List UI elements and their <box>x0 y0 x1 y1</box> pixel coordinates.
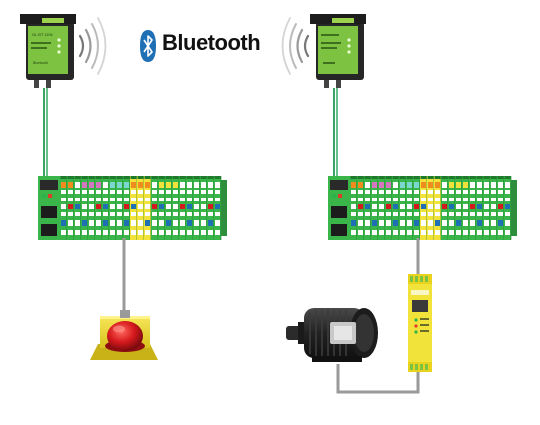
safety-relay-module <box>408 274 432 372</box>
radio-module-label: GL BT 1DN <box>32 32 53 37</box>
bluetooth-icon <box>140 30 156 62</box>
rail-end-cap <box>221 180 227 236</box>
data-cables <box>43 88 338 178</box>
radio-module-sublabel: Bluetooth <box>33 61 48 65</box>
terminal-rail-right <box>328 176 517 240</box>
emergency-stop-button <box>90 310 158 360</box>
terminal-rail-left <box>38 176 227 240</box>
electric-motor <box>286 308 378 362</box>
rail-end-cap <box>511 180 517 236</box>
radio-module-left: GL BT 1DN Bluetooth <box>20 14 76 88</box>
radio-waves-left <box>78 17 107 75</box>
field-cables <box>122 238 420 394</box>
radio-waves-right <box>281 17 310 75</box>
radio-module-right <box>310 14 366 88</box>
bluetooth-wordmark: Bluetooth <box>162 30 261 55</box>
